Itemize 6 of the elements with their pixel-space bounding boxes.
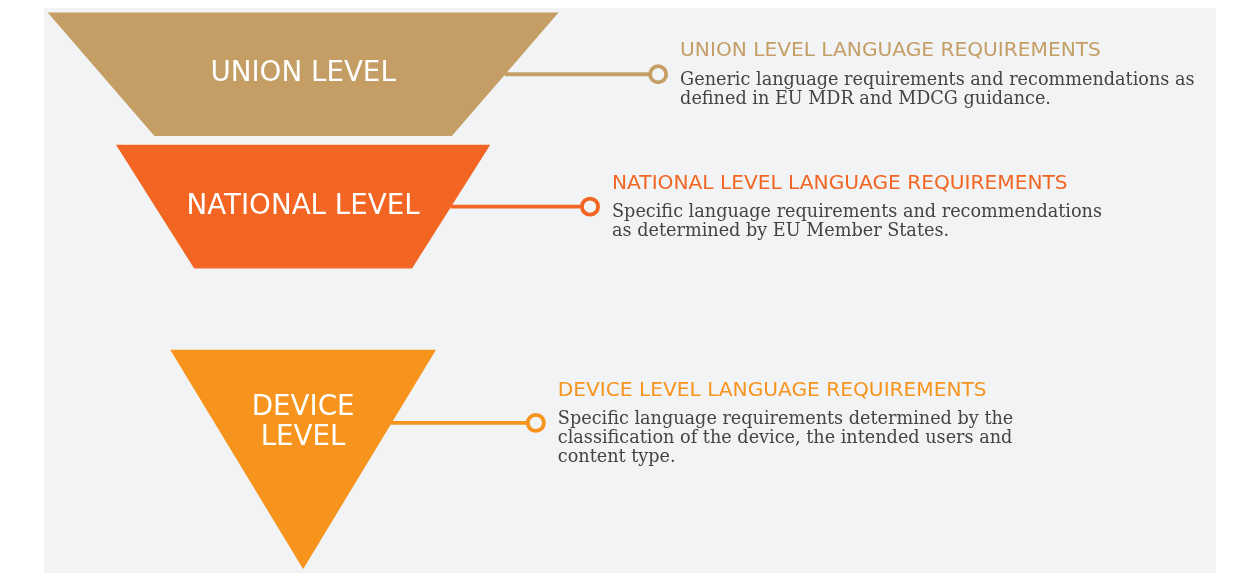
node-text: DEVICE LEVEL LANGUAGE REQUIREMENTS Specific language requirements determined by the classification of the device, the intended users and content type.	[557, 377, 1014, 467]
connector	[450, 196, 600, 217]
node-text: NATIONAL LEVEL LANGUAGE REQUIREMENTS Specific language requirements and recommendations as determined by EU Member States.	[612, 169, 1102, 240]
node-text: UNION LEVEL LANGUAGE REQUIREMENTS Generic language requirements and recommendations as defined in EU MDR and MDCG guidance.	[680, 37, 1195, 108]
connector	[391, 412, 546, 433]
connector	[504, 64, 669, 85]
